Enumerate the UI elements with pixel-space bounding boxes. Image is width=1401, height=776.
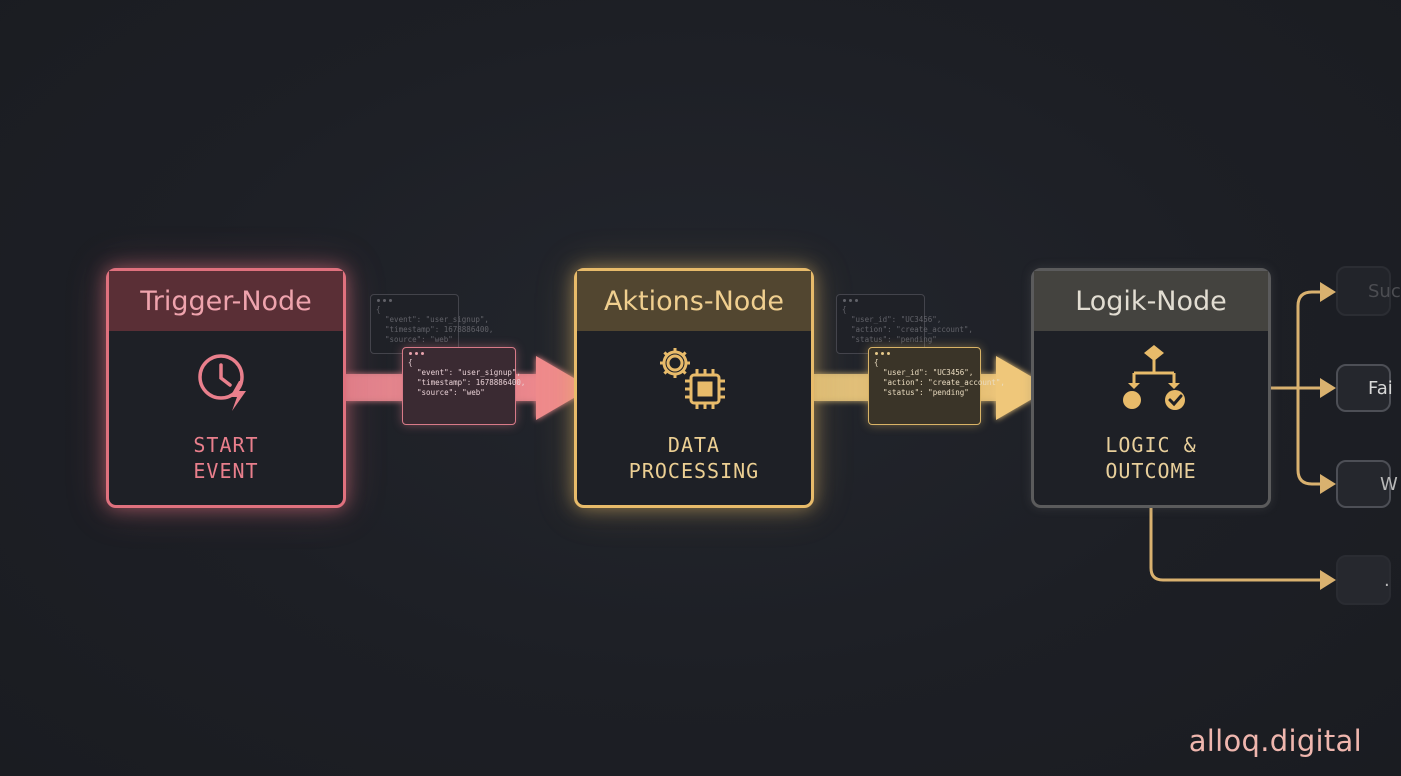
gear-chip-icon bbox=[660, 348, 725, 409]
code-line: { bbox=[842, 305, 847, 314]
window-dots-icon bbox=[376, 295, 453, 305]
window-dots-icon bbox=[408, 348, 510, 358]
code-line: "user_id": "UC3456", bbox=[842, 315, 942, 324]
code-line: { bbox=[874, 358, 879, 367]
action-payload-card: { "user_id": "UC3456", "action": "create… bbox=[868, 347, 1005, 425]
outcome-other[interactable]: . bbox=[1336, 555, 1391, 605]
window-dots-icon bbox=[842, 295, 919, 305]
code-line: "status": "pending" bbox=[874, 388, 969, 397]
code-line: "status": "pending" bbox=[842, 335, 937, 344]
logic-node[interactable]: Logik-Node LOGIC & OUTCOME bbox=[1031, 268, 1271, 508]
code-line: "action": "create_account", bbox=[874, 378, 1005, 387]
decision-tree-icon bbox=[1123, 345, 1185, 410]
outcome-wait-label: W bbox=[1380, 473, 1398, 495]
trigger-payload-card: { "event": "user_signup", "timestamp": 1… bbox=[402, 347, 526, 425]
outcome-success[interactable]: Suc bbox=[1336, 266, 1401, 316]
action-payload-card-faded: { "user_id": "UC3456", "action": "create… bbox=[836, 294, 973, 354]
code-line: "action": "create_account", bbox=[842, 325, 973, 334]
action-node[interactable]: Aktions-Node DATA PROCESSING bbox=[574, 268, 814, 508]
code-line: { bbox=[376, 305, 381, 314]
trigger-node[interactable]: Trigger-Node START EVENT bbox=[106, 268, 346, 508]
outcome-success-label: Suc bbox=[1368, 280, 1401, 302]
outcome-fail-label: Fai bbox=[1368, 377, 1393, 399]
logic-node-caption: LOGIC & OUTCOME bbox=[1034, 432, 1268, 484]
window-dots-icon bbox=[874, 348, 975, 358]
code-line: "timestamp": 1678886400, bbox=[376, 325, 494, 334]
code-line: "source": "web" bbox=[376, 335, 453, 344]
outcome-wait[interactable]: W bbox=[1336, 460, 1398, 508]
logic-node-title: Logik-Node bbox=[1034, 271, 1268, 331]
outcome-other-label: . bbox=[1384, 569, 1390, 591]
action-caption-line1: DATA bbox=[667, 433, 721, 457]
logic-branch-connectors bbox=[1149, 290, 1322, 582]
trigger-caption-line1: START bbox=[193, 433, 259, 457]
trigger-payload-card-faded: { "event": "user_signup", "timestamp": 1… bbox=[370, 294, 494, 354]
trigger-node-title: Trigger-Node bbox=[109, 271, 343, 331]
code-line: "event": "user_signup", bbox=[376, 315, 489, 324]
branch-arrowheads bbox=[1320, 282, 1336, 590]
code-line: "timestamp": 1678886400, bbox=[408, 378, 526, 387]
outcome-fail[interactable]: Fai bbox=[1336, 364, 1393, 412]
code-line: "source": "web" bbox=[408, 388, 485, 397]
clock-lightning-icon bbox=[198, 354, 246, 411]
logic-caption-line1: LOGIC & bbox=[1105, 433, 1197, 457]
action-node-caption: DATA PROCESSING bbox=[577, 432, 811, 484]
trigger-node-caption: START EVENT bbox=[109, 432, 343, 484]
code-line: "event": "user_signup", bbox=[408, 368, 521, 377]
logic-caption-line2: OUTCOME bbox=[1105, 459, 1197, 483]
trigger-caption-line2: EVENT bbox=[193, 459, 259, 483]
brand-logo: alloq.digital bbox=[1188, 724, 1362, 758]
code-line: "user_id": "UC3456", bbox=[874, 368, 974, 377]
action-node-title: Aktions-Node bbox=[577, 271, 811, 331]
code-line: { bbox=[408, 358, 413, 367]
action-caption-line2: PROCESSING bbox=[628, 459, 760, 483]
